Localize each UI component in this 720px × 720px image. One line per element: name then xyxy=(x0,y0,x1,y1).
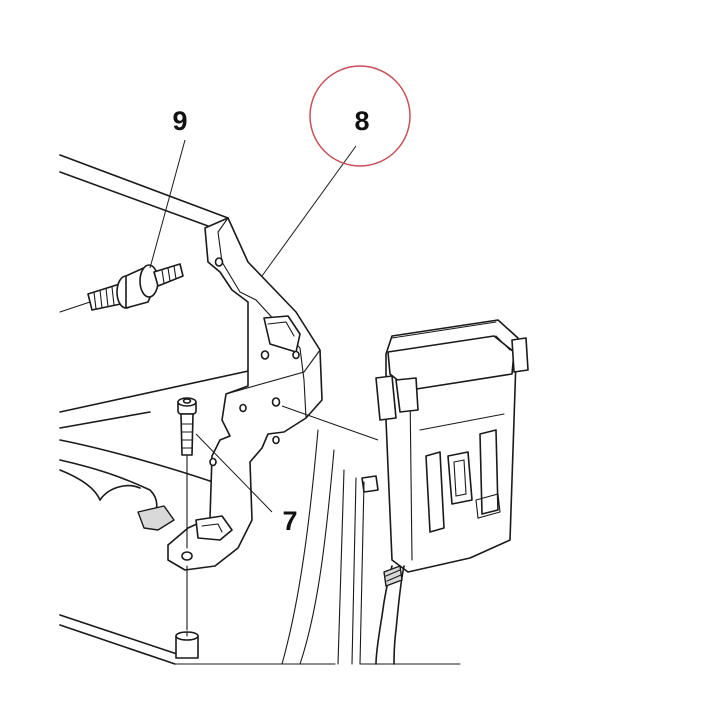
leader-module-bracket xyxy=(281,405,379,441)
mounting-bracket xyxy=(137,217,323,571)
highlight-circle-part-8 xyxy=(309,65,411,167)
bolt xyxy=(177,397,197,631)
leader-part-9 xyxy=(149,139,186,269)
body-panel-lines xyxy=(281,429,461,665)
callout-part-7: 7 xyxy=(282,506,297,536)
callout-part-8: 8 xyxy=(354,106,369,136)
leader-part-7 xyxy=(195,433,273,513)
control-module xyxy=(361,319,529,665)
leader-lines xyxy=(149,139,379,513)
subframe-structure xyxy=(59,154,336,665)
callout-part-9: 9 xyxy=(172,106,187,136)
nut xyxy=(175,631,199,659)
stud-with-bushing xyxy=(59,263,184,313)
leader-part-8 xyxy=(261,145,357,277)
